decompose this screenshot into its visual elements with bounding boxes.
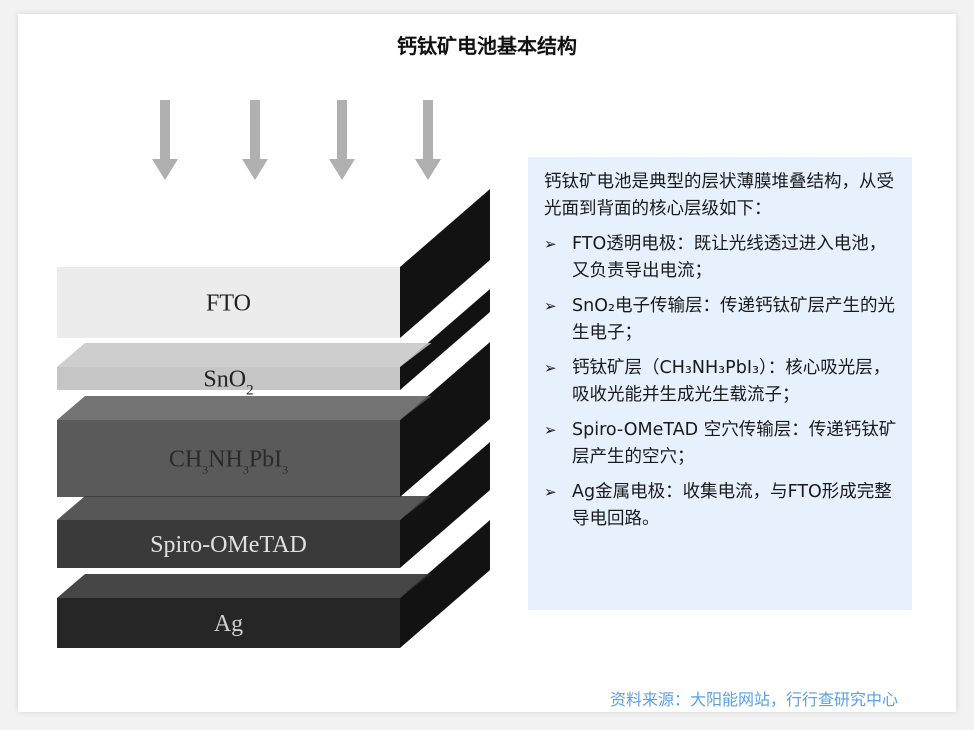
list-item-text: SnO₂电子传输层：传递钙钛矿层产生的光生电子； xyxy=(572,296,895,343)
list-item: ➢ SnO₂电子传输层：传递钙钛矿层产生的光生电子； xyxy=(544,293,898,347)
layer-side-face xyxy=(400,520,490,648)
layer-top-face xyxy=(57,396,432,420)
arrow-bullet-icon: ➢ xyxy=(544,235,557,253)
source-note: 资料来源：大阳能网站，行行查研究中心 xyxy=(609,690,898,709)
layer-fto xyxy=(57,267,400,338)
light-arrow-icon xyxy=(415,100,441,180)
light-arrow-icon xyxy=(329,100,355,180)
layer-top-face xyxy=(57,574,432,598)
description-intro: 钙钛矿电池是典型的层状薄膜堆叠结构，从受光面到背面的核心层级如下： xyxy=(544,172,894,219)
layer-label: Spiro-OMeTAD xyxy=(150,532,307,558)
layer-label: CH3NH3PbI3 xyxy=(169,447,288,477)
arrow-bullet-icon: ➢ xyxy=(544,483,557,501)
list-item: ➢ 钙钛矿层（CH₃NH₃PbI₃）：核心吸光层，吸收光能并生成光生载流子； xyxy=(544,355,898,409)
list-item-text: FTO透明电极：既让光线透过进入电池，又负责导出电流； xyxy=(572,234,887,281)
arrow-bullet-icon: ➢ xyxy=(544,297,557,315)
layer-side-face xyxy=(400,342,490,497)
layer-top-face xyxy=(57,496,432,520)
list-item-text: Ag金属电极：收集电流，与FTO形成完整导电回路。 xyxy=(572,482,892,529)
layer-label: SnO2 xyxy=(203,367,253,399)
list-item-text: 钙钛矿层（CH₃NH₃PbI₃）：核心吸光层，吸收光能并生成光生载流子； xyxy=(572,358,891,405)
light-arrow-icon xyxy=(242,100,268,180)
layer-top-face xyxy=(57,343,432,367)
layer-side-face xyxy=(400,189,490,338)
arrow-bullet-icon: ➢ xyxy=(544,421,557,439)
layer-ag xyxy=(57,598,400,648)
list-item-text: Spiro-OMeTAD 空穴传输层：传递钙钛矿层产生的空穴； xyxy=(572,420,897,467)
arrow-bullet-icon: ➢ xyxy=(544,359,557,377)
list-item: ➢ Ag金属电极：收集电流，与FTO形成完整导电回路。 xyxy=(544,479,898,533)
layer-label: FTO xyxy=(206,291,251,317)
layer-sno2 xyxy=(57,367,400,390)
layer-side-face xyxy=(400,442,490,568)
layer-label: Ag xyxy=(214,611,243,637)
list-item: ➢ FTO透明电极：既让光线透过进入电池，又负责导出电流； xyxy=(544,231,898,285)
layer-ch3nh3pbi3 xyxy=(57,420,400,497)
list-item: ➢ Spiro-OMeTAD 空穴传输层：传递钙钛矿层产生的空穴； xyxy=(544,417,898,471)
layer-spiro-ometad xyxy=(57,520,400,568)
layer-side-face xyxy=(400,289,490,390)
light-arrow-icon xyxy=(152,100,178,180)
description-box: 钙钛矿电池是典型的层状薄膜堆叠结构，从受光面到背面的核心层级如下： ➢ FTO透明… xyxy=(528,157,912,610)
page-title: 钙钛矿电池基本结构 xyxy=(397,34,577,58)
